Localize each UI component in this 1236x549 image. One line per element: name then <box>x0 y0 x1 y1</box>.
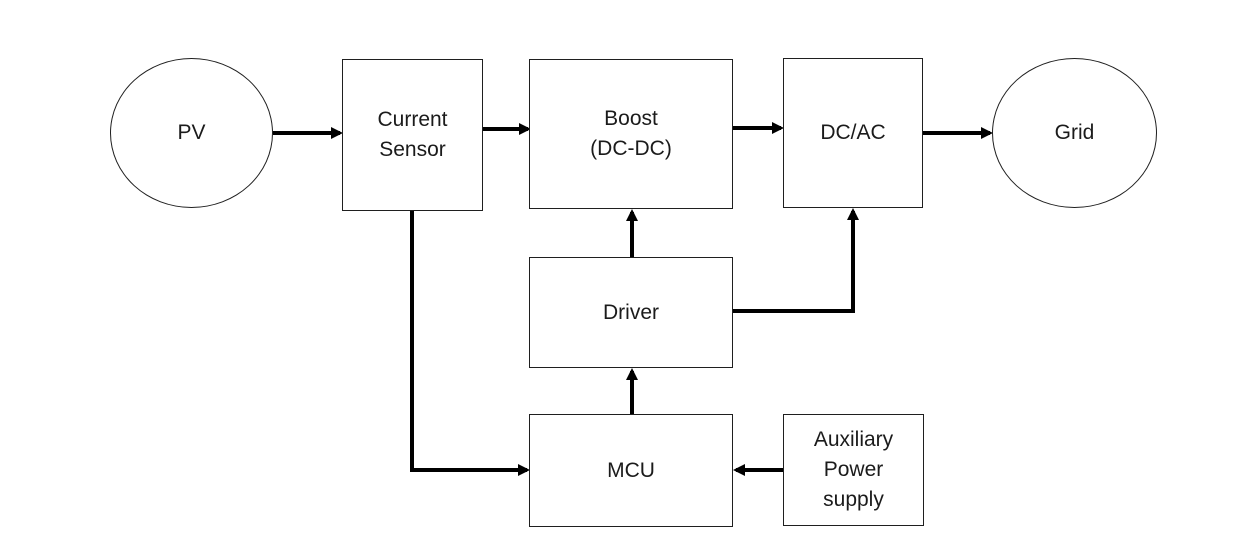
node-dcac-label: DC/AC <box>820 121 886 144</box>
node-mcu-label: MCU <box>607 458 655 482</box>
node-aux-power-label: Auxiliary Power supply <box>813 428 894 511</box>
node-dcac: DC/AC <box>783 58 923 208</box>
node-grid: Grid <box>992 58 1157 208</box>
node-aux-power: Auxiliary Power supply <box>783 414 924 526</box>
node-driver-label: Driver <box>603 300 659 324</box>
node-driver: Driver <box>529 257 733 368</box>
node-current-sensor: Current Sensor <box>342 59 483 211</box>
node-mcu: MCU <box>529 414 733 527</box>
node-boost-label: Boost (DC-DC) <box>590 107 672 160</box>
node-pv: PV <box>110 58 273 208</box>
edge-driver-to-dcac <box>733 208 859 313</box>
node-pv-label: PV <box>177 121 206 144</box>
node-current-sensor-label: Current Sensor <box>377 108 448 161</box>
node-grid-label: Grid <box>1054 121 1095 144</box>
edge-current-sensor-to-mcu <box>410 211 530 476</box>
node-boost: Boost (DC-DC) <box>529 59 733 209</box>
